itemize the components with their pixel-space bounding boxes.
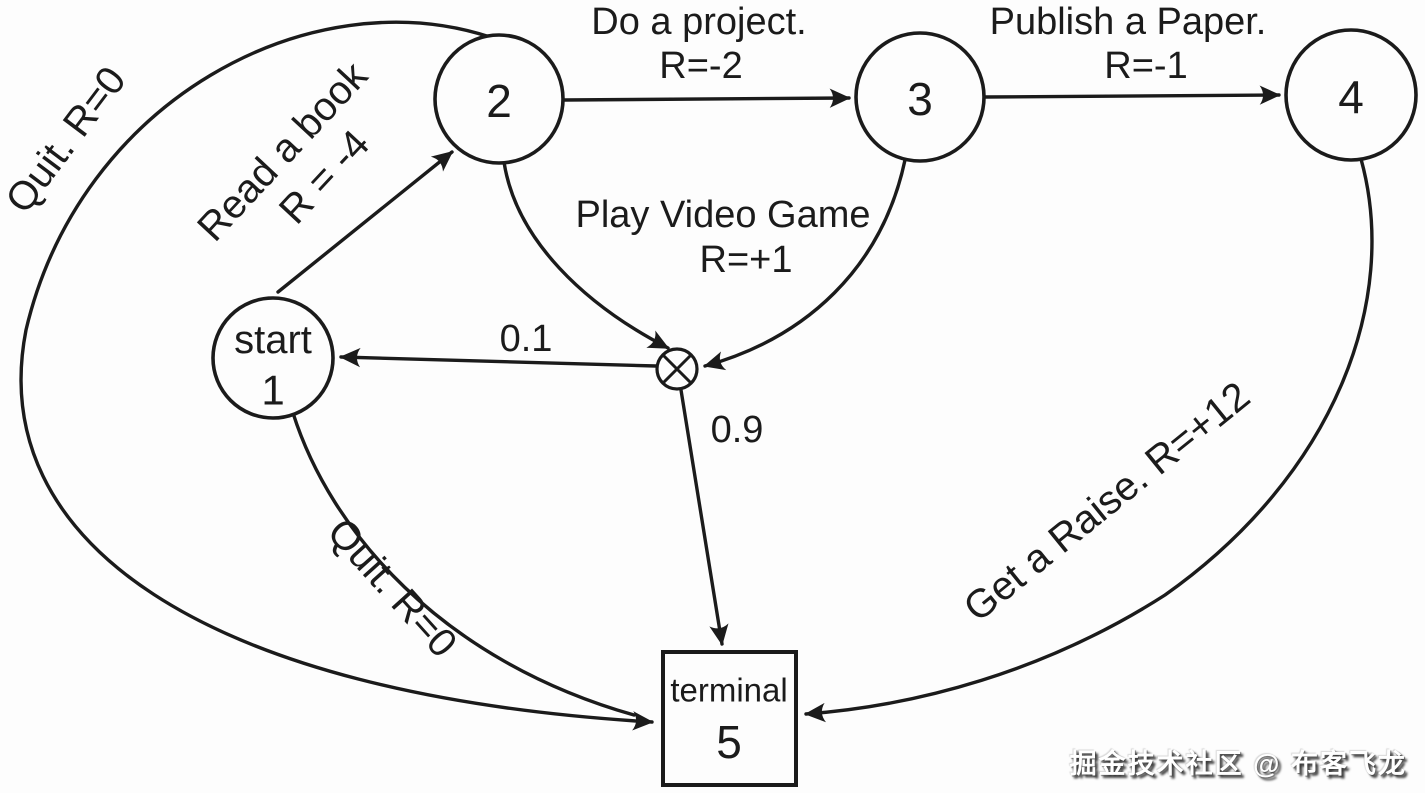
quit-bottom-label-group: Quit. R=0 (319, 510, 466, 666)
edge-quit-from-2 (19, 20, 654, 731)
get-a-raise-label-group: Get a Raise. R=+12 (956, 374, 1258, 631)
edge-publish-a-paper (983, 85, 1281, 105)
node-state-2 (433, 33, 565, 165)
state-2-number: 2 (486, 75, 512, 127)
quit-bottom-label: Quit. R=0 (319, 510, 466, 666)
terminal-node-title: terminal (670, 672, 787, 709)
node-terminal-5 (661, 650, 798, 787)
do-a-project-label: Do a project. (591, 1, 806, 43)
edge-prob-0-9 (679, 388, 729, 646)
edge-play-video-game-from-2 (502, 160, 670, 350)
state-4-number: 4 (1338, 71, 1364, 123)
quit-top-label: Quit. R=0 (0, 59, 135, 221)
play-video-game-label: Play Video Game (575, 194, 870, 236)
node-state-4 (1284, 28, 1418, 162)
terminal-node-number: 5 (716, 716, 742, 768)
play-video-game-reward: R=+1 (700, 239, 793, 281)
edge-do-a-project (562, 88, 851, 108)
probability-0-1-label: 0.1 (500, 318, 553, 360)
start-node-number: 1 (261, 367, 284, 414)
read-a-book-label-group: Read a book R = -4 (189, 53, 378, 250)
get-a-raise-label: Get a Raise. R=+12 (956, 374, 1258, 631)
start-node-title: start (234, 318, 312, 362)
watermark-text: 掘金技术社区 @ 布客飞龙 (1069, 749, 1407, 779)
publish-a-paper-reward: R=-1 (1104, 45, 1187, 87)
edge-get-a-raise (804, 157, 1374, 723)
do-a-project-reward: R=-2 (659, 45, 742, 87)
quit-top-label-group: Quit. R=0 (0, 59, 135, 221)
publish-a-paper-label: Publish a Paper. (990, 1, 1267, 43)
chance-node-icon (655, 347, 699, 391)
edge-quit-from-1 (291, 411, 636, 717)
probability-0-9-label: 0.9 (711, 409, 764, 451)
node-start-1 (211, 296, 335, 420)
edge-prob-0-1 (339, 347, 658, 368)
node-state-3 (854, 31, 986, 163)
edge-play-video-game-from-3 (703, 158, 907, 371)
edge-read-a-book (276, 150, 454, 294)
state-3-number: 3 (907, 73, 933, 125)
